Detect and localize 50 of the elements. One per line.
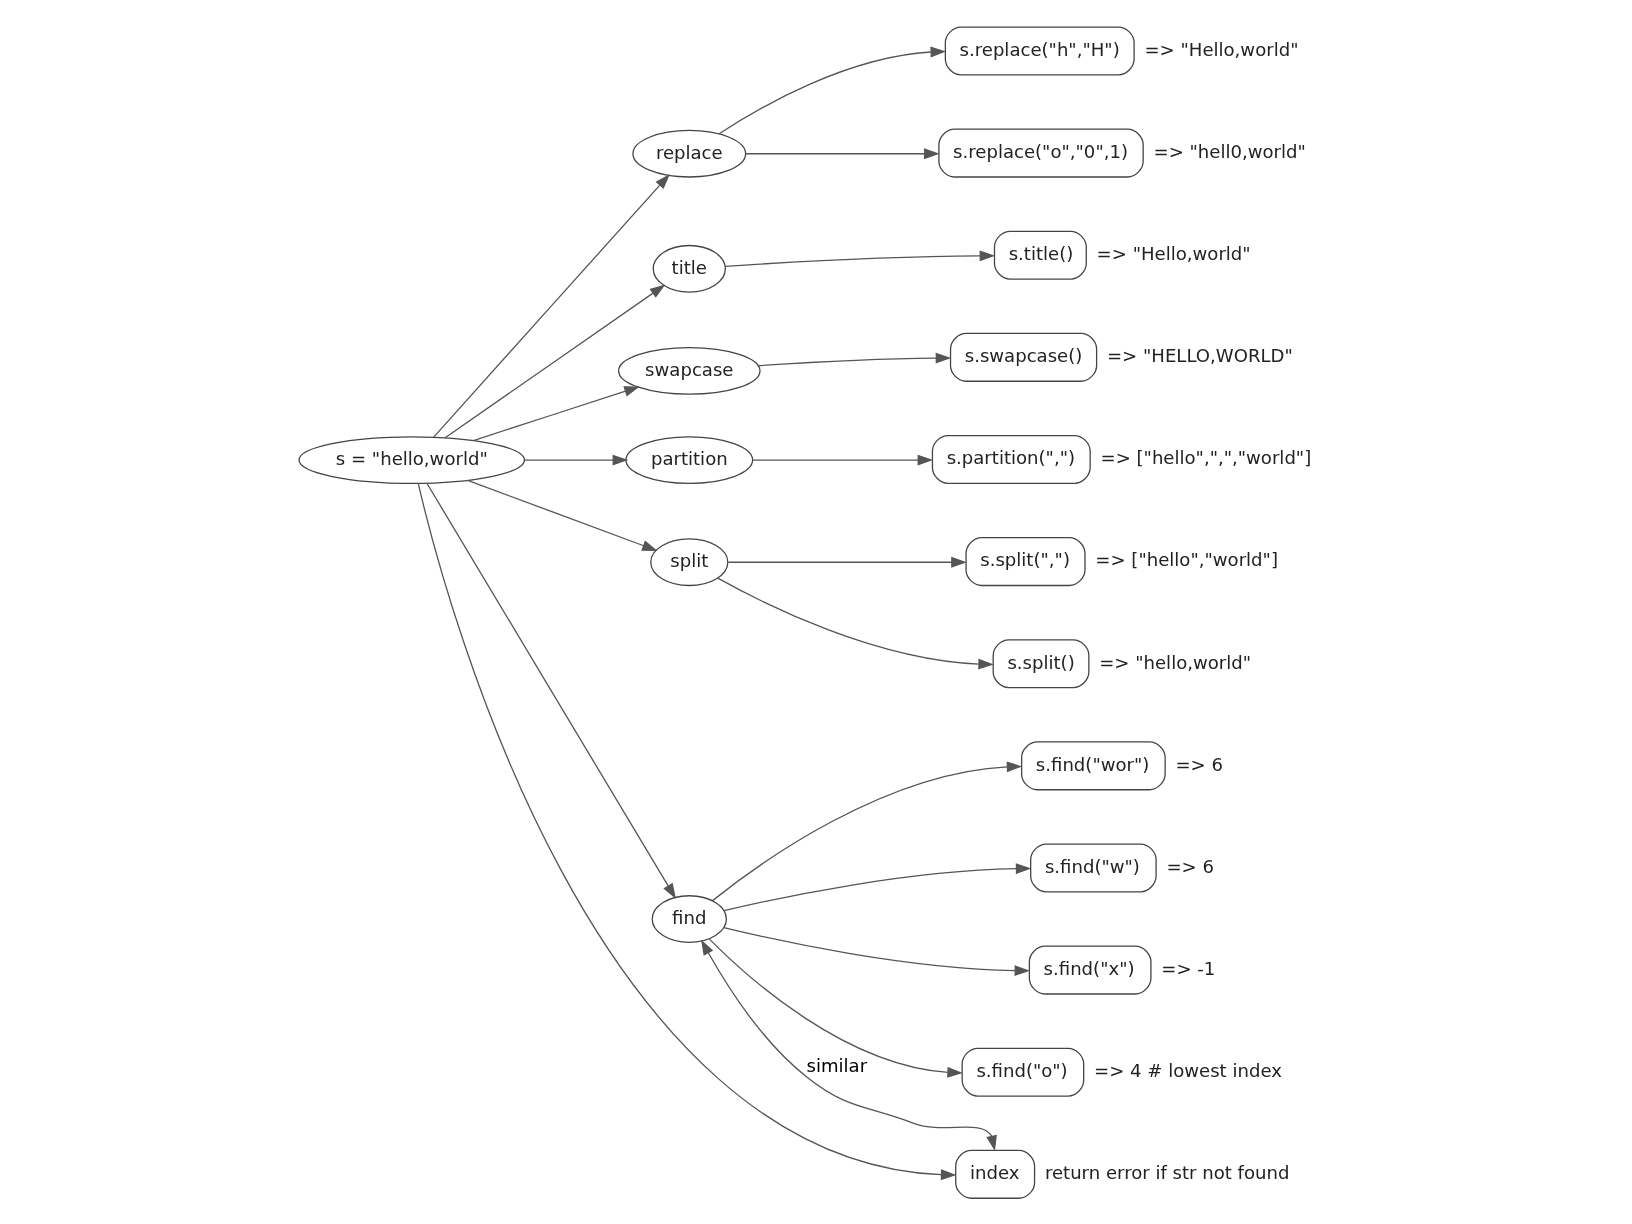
arrow <box>716 577 994 670</box>
node-label: => "hello,world" <box>1098 651 1251 673</box>
arrow <box>466 479 658 551</box>
node-label: => ["hello","world"] <box>1094 549 1278 571</box>
node-ellipse: find <box>651 895 727 943</box>
node-label: return error if str not found <box>1044 1162 1289 1184</box>
node-box: s.find("w") <box>1029 843 1157 893</box>
node-label: => -1 <box>1160 957 1215 979</box>
node-ellipse: split <box>649 538 728 587</box>
arrow <box>756 352 951 367</box>
arrow <box>751 454 933 466</box>
node-label: => ["hello",",","world"] <box>1099 447 1311 469</box>
node-label: => "HELLO,WORLD" <box>1106 345 1293 367</box>
edge-label: similar <box>805 1054 867 1076</box>
arrow <box>700 939 997 1152</box>
node-box: s.find("wor") <box>1020 741 1166 791</box>
node-label: => 4 # lowest index <box>1093 1059 1282 1081</box>
node-box: s.partition(",") <box>931 434 1091 484</box>
node-label: => "hell0,world" <box>1152 140 1306 162</box>
arrow <box>744 148 940 160</box>
node-box: s.replace("h","H") <box>944 26 1135 76</box>
node-box: s.title() <box>993 230 1087 280</box>
arrow <box>425 482 676 899</box>
arrow <box>708 938 963 1078</box>
node-box: s.swapcase() <box>949 332 1097 382</box>
node-box: s.replace("o","0",1) <box>937 128 1144 178</box>
arrow <box>727 556 967 568</box>
arrow <box>711 761 1022 902</box>
node-box: s.find("x") <box>1028 945 1152 995</box>
node-ellipse: s = "hello,world" <box>297 436 525 484</box>
arrow <box>523 454 628 466</box>
node-box: s.find("o") <box>961 1047 1084 1097</box>
node-box: s.split(",") <box>964 537 1086 587</box>
arrow <box>717 46 946 135</box>
node-label: => 6 <box>1165 855 1214 877</box>
arrow <box>432 173 670 438</box>
node-box: index <box>954 1149 1035 1199</box>
node-ellipse: replace <box>631 129 746 178</box>
arrow <box>472 386 640 442</box>
arrow <box>722 863 1031 912</box>
node-label: => "Hello,world" <box>1096 242 1251 264</box>
arrow <box>724 250 995 267</box>
arrow <box>722 926 1030 977</box>
arrow <box>417 482 956 1181</box>
node-box: s.split() <box>992 639 1089 689</box>
node-ellipse: title <box>652 244 726 293</box>
node-ellipse: partition <box>624 436 753 484</box>
node-label: => 6 <box>1174 753 1223 775</box>
arrow <box>444 284 665 439</box>
node-label: => "Hello,world" <box>1143 38 1298 60</box>
